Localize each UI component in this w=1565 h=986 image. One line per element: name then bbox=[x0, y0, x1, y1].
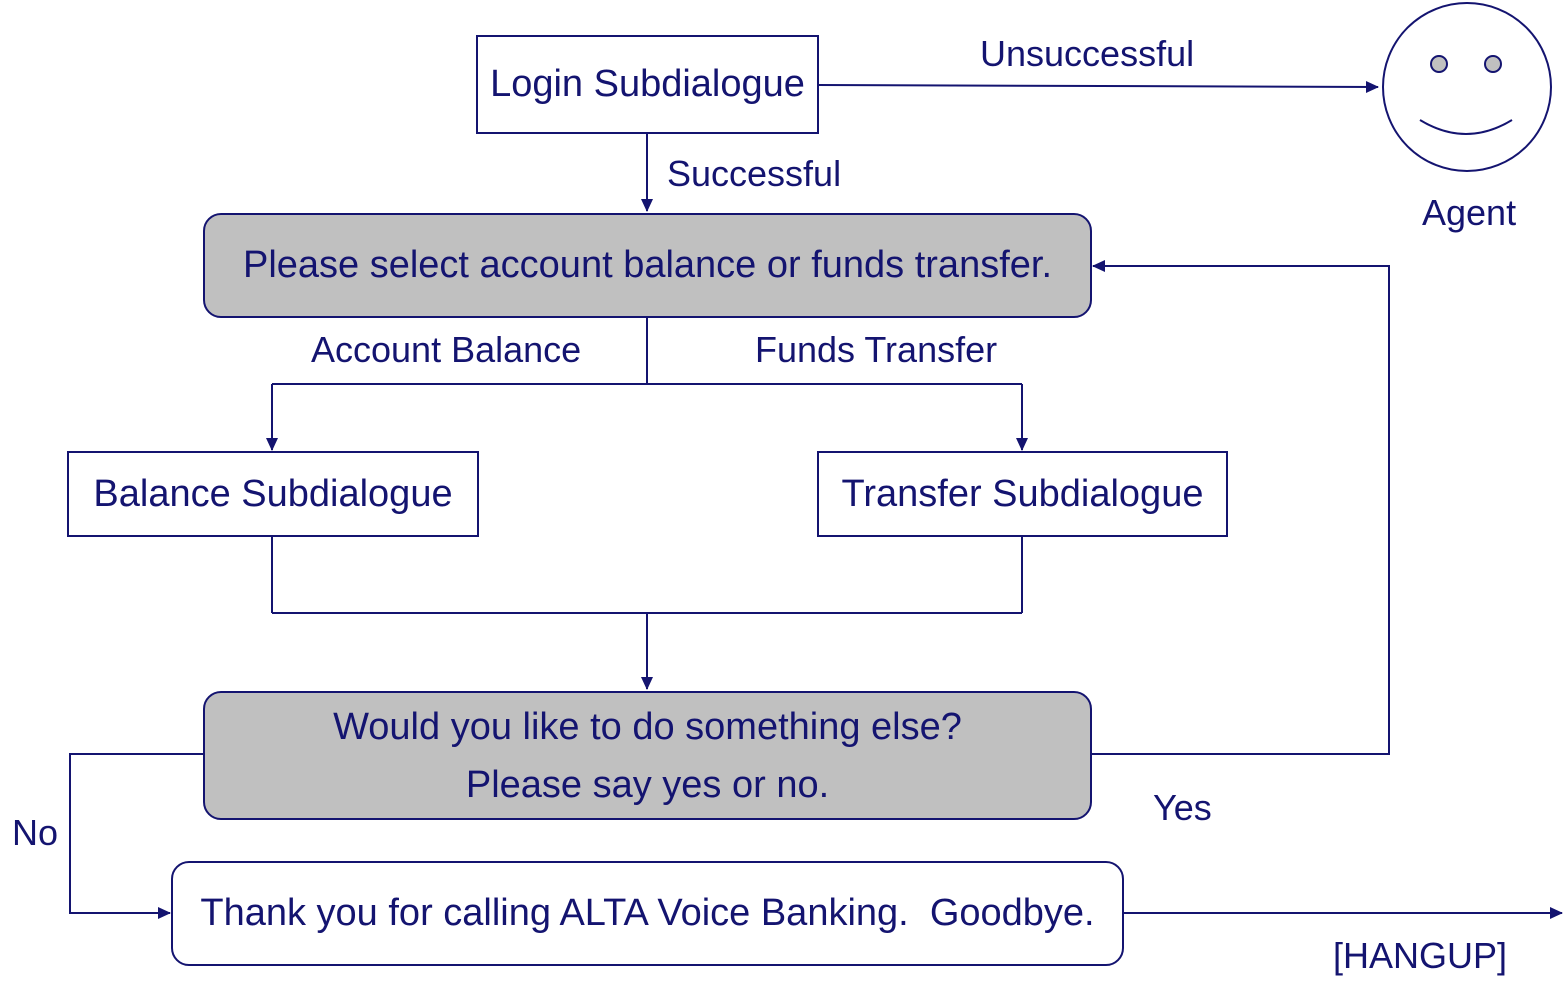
yes-label: Yes bbox=[1153, 787, 1212, 828]
else-prompt-line-2: Please say yes or no. bbox=[465, 763, 830, 806]
select-prompt-label: Please select account balance or funds t… bbox=[242, 244, 1053, 286]
no-label: No bbox=[12, 812, 59, 853]
hangup-label: [HANGUP] bbox=[1333, 935, 1508, 976]
edge-yes-loop bbox=[1091, 260, 1390, 755]
smiley-face-icon bbox=[1382, 2, 1552, 172]
funds-transfer-label: Funds Transfer bbox=[755, 329, 998, 370]
transfer-subdialogue-box: Transfer Subdialogue bbox=[817, 451, 1228, 537]
balance-subdialogue-label: Balance Subdialogue bbox=[93, 472, 453, 515]
edge-no bbox=[69, 753, 204, 919]
login-subdialogue-label: Login Subdialogue bbox=[490, 63, 805, 105]
login-subdialogue-box: Login Subdialogue bbox=[476, 35, 819, 134]
goodbye-box: Thank you for calling ALTA Voice Banking… bbox=[171, 861, 1124, 966]
else-prompt-line-1: Would you like to do something else? bbox=[333, 705, 962, 748]
agent-label: Agent bbox=[1422, 192, 1517, 233]
goodbye-label: Thank you for calling ALTA Voice Banking… bbox=[200, 892, 1095, 934]
select-prompt-box: Please select account balance or funds t… bbox=[203, 213, 1092, 318]
else-prompt-box: Would you like to do something else? Ple… bbox=[203, 691, 1092, 820]
successful-label: Successful bbox=[667, 153, 842, 194]
unsuccessful-label: Unsuccessful bbox=[980, 33, 1195, 74]
edge-login-to-agent bbox=[817, 80, 1379, 93]
account-balance-label: Account Balance bbox=[311, 329, 582, 370]
transfer-subdialogue-label: Transfer Subdialogue bbox=[841, 472, 1204, 515]
balance-subdialogue-box: Balance Subdialogue bbox=[67, 451, 479, 537]
